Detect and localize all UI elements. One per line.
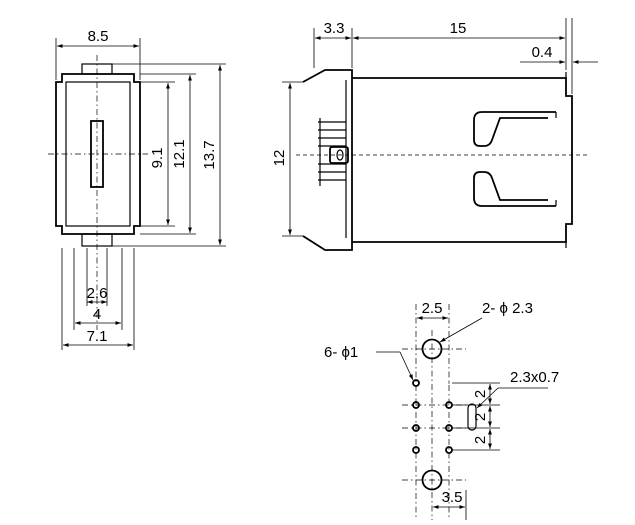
dim-label-2-b: 2 — [472, 413, 489, 421]
side-pins — [318, 118, 346, 186]
pin-hole — [412, 379, 420, 387]
dim-label-3-5: 3.5 — [442, 489, 463, 506]
pin-hole — [412, 401, 420, 409]
mount-hole-top — [421, 338, 443, 360]
side-center-hole — [336, 149, 344, 161]
pin-hole — [412, 446, 420, 454]
pcb-slot — [467, 403, 477, 431]
dim-label-13-7: 13.7 — [201, 140, 218, 169]
leader-mount-holes — [439, 317, 483, 343]
lower-spring-latch — [473, 171, 556, 207]
front-view: 8.5 9.1 12.1 13.7 2.6 4 7.1 — [48, 28, 226, 350]
dim-label-2-c: 2 — [472, 436, 489, 444]
dim-label-2-5: 2.5 — [422, 300, 443, 317]
dim-label-2-a: 2 — [472, 390, 489, 398]
upper-spring-latch — [473, 111, 556, 147]
side-view: 3.3 15 0.4 12 — [271, 18, 598, 251]
dim-label-15: 15 — [450, 20, 467, 37]
dim-label-2-6: 2.6 — [87, 285, 108, 302]
pin-hole — [445, 446, 453, 454]
pin-hole — [445, 401, 453, 409]
side-top-flange — [302, 69, 353, 83]
dim-label-0-4: 0.4 — [532, 44, 553, 61]
dim-label-8-5: 8.5 — [88, 28, 109, 45]
dim-label-9-1: 9.1 — [149, 148, 166, 169]
dim-label-12-1: 12.1 — [171, 139, 188, 168]
label-slot: 2.3x0.7 — [510, 369, 559, 386]
dim-label-7-1: 7.1 — [87, 328, 108, 345]
dim-label-4: 4 — [93, 306, 101, 323]
leader-pin-holes — [399, 351, 414, 381]
dim-label-3-3: 3.3 — [324, 20, 345, 37]
pcb-footprint: 2.5 2- ϕ 2.3 6- ϕ1 2.3x0.7 2 2 2 3.5 — [324, 300, 559, 520]
label-mount-holes: 2- ϕ 2.3 — [482, 300, 533, 317]
dim-label-12: 12 — [271, 150, 288, 167]
label-pin-holes: 6- ϕ1 — [324, 344, 358, 361]
side-bottom-flange — [302, 235, 353, 251]
pin-hole — [412, 424, 420, 432]
side-shell — [352, 77, 573, 243]
mount-hole-bottom — [421, 469, 443, 491]
